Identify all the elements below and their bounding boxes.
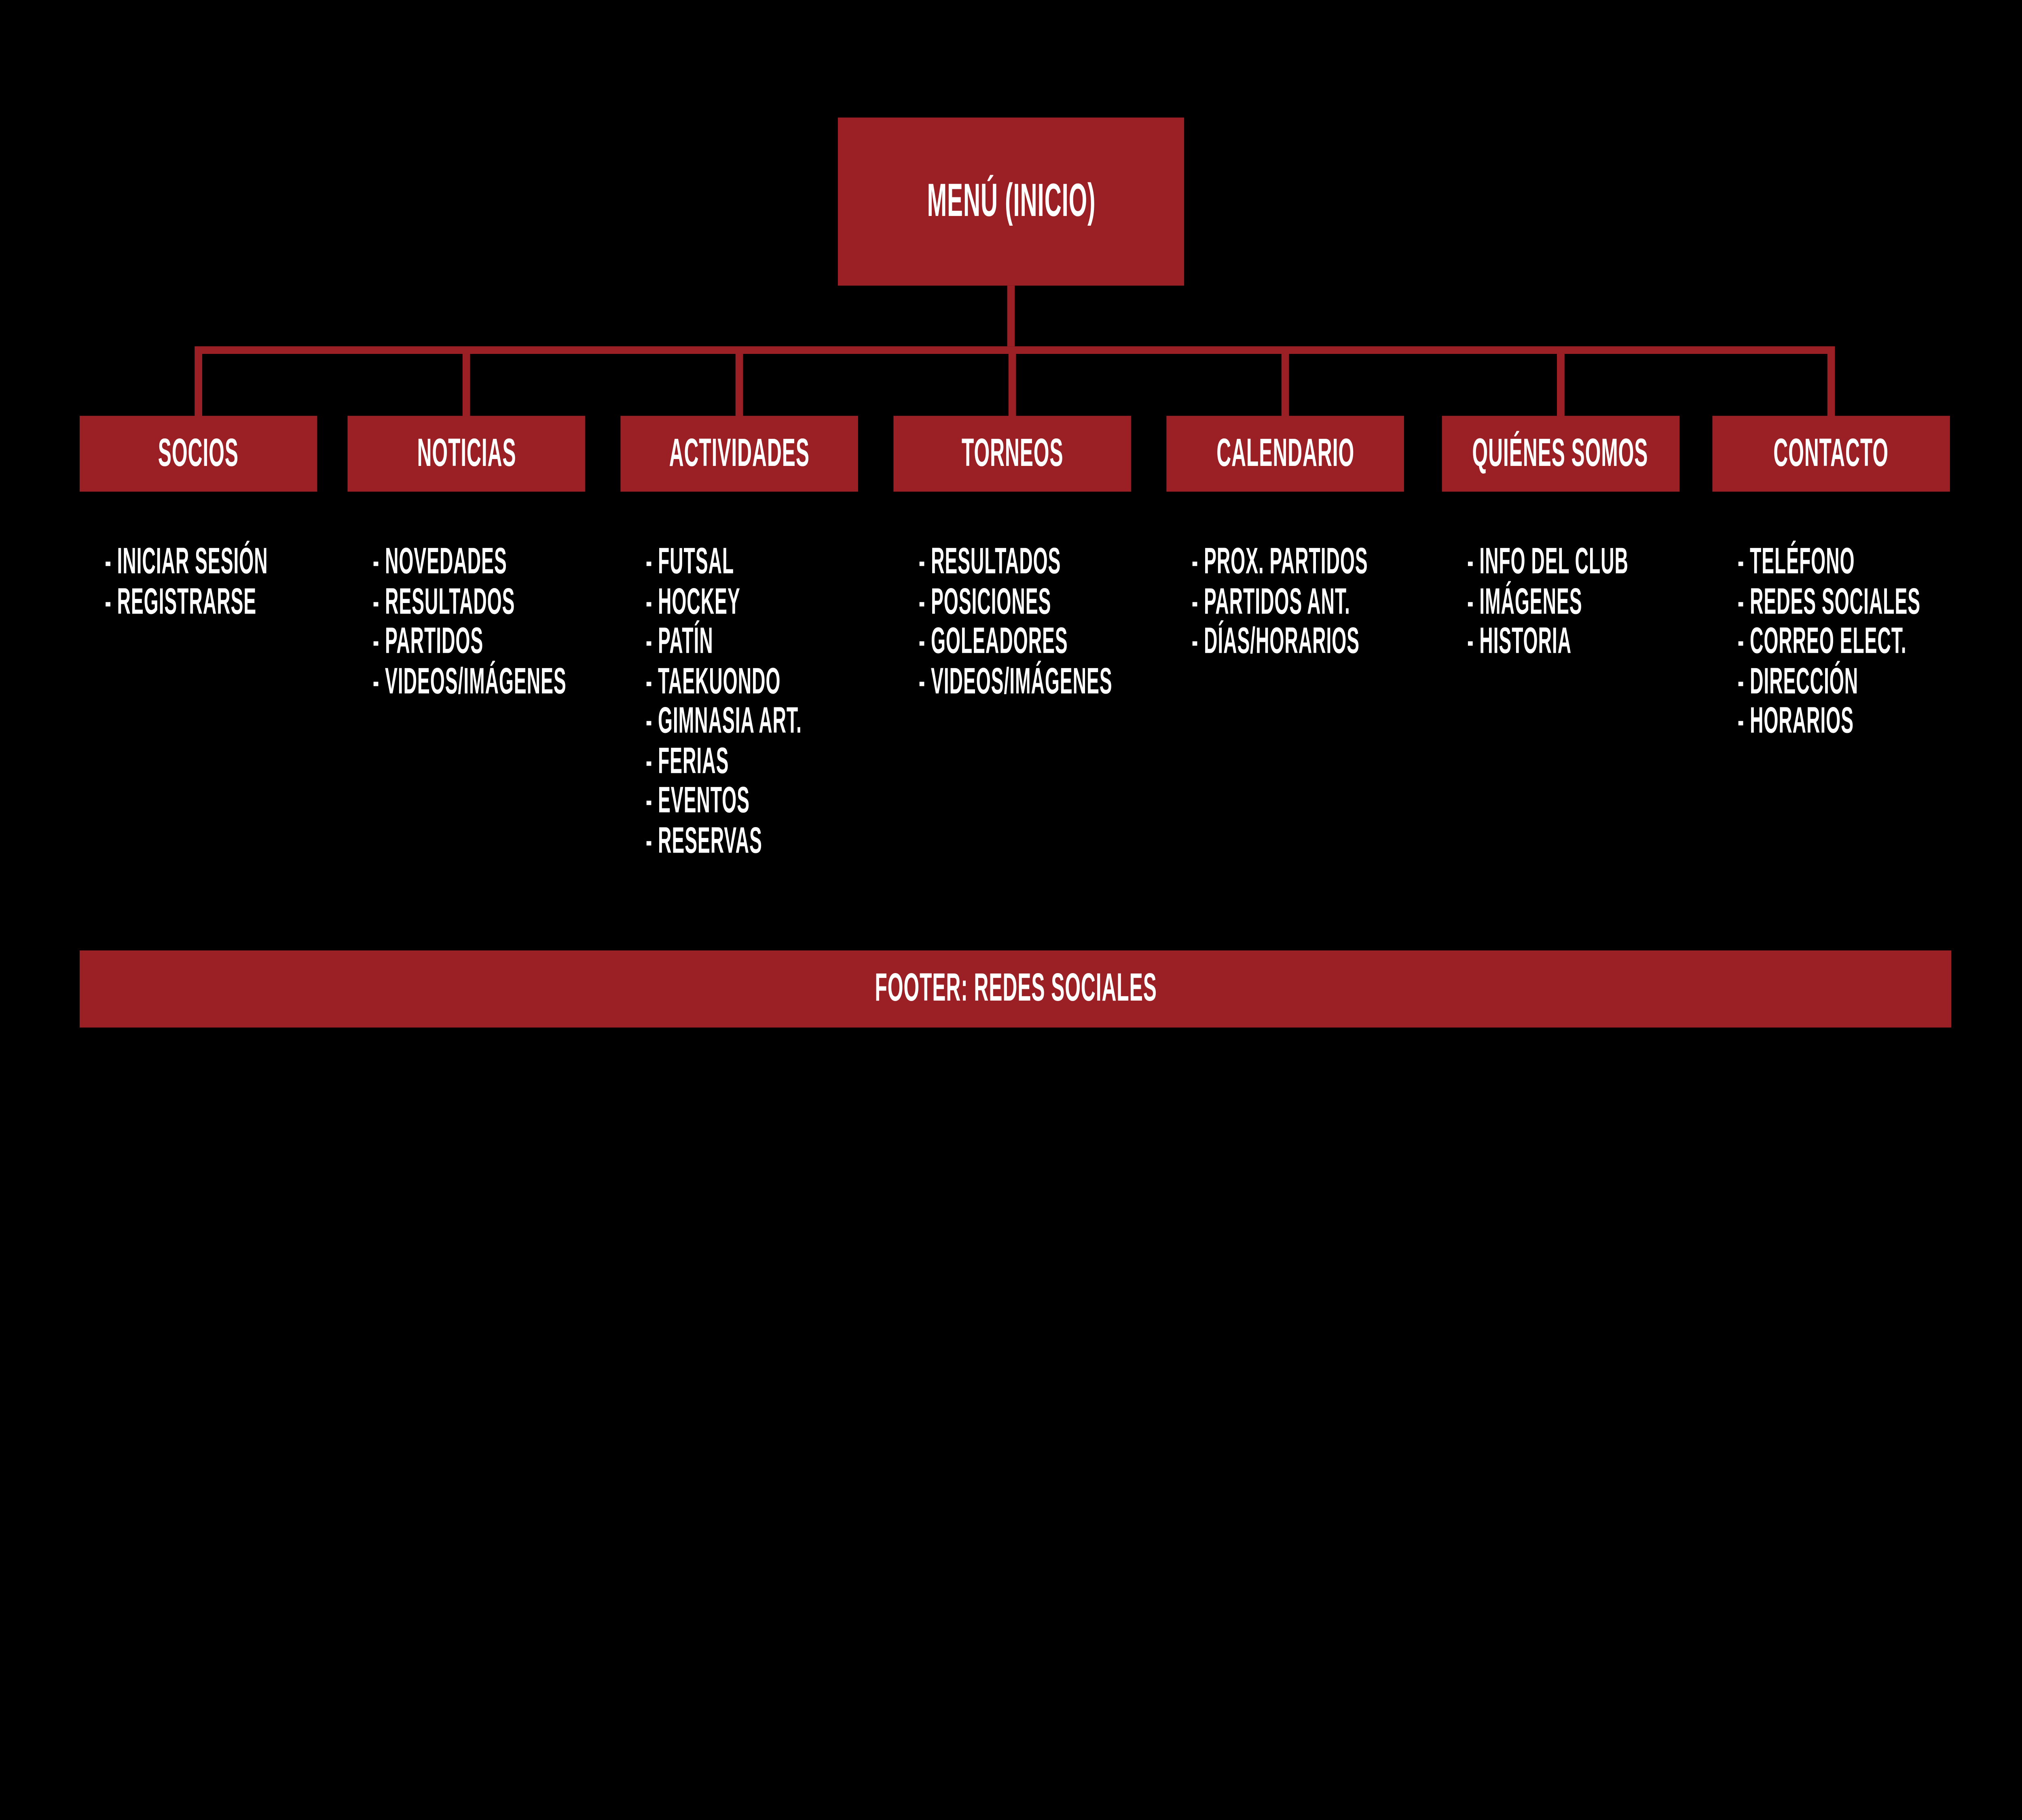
branch-box-quienes-somos: QUIÉNES SOMOS <box>1442 416 1680 492</box>
branch-item-label: - TELÉFONO <box>1737 541 1855 582</box>
connector-stub-socios <box>195 354 202 417</box>
branch-item-label: - REDES SOCIALES <box>1737 580 1920 622</box>
connector-stub-noticias <box>462 354 470 417</box>
branch-item-label: - POSICIONES <box>918 580 1051 622</box>
branch-item-label: - GIMNASIA ART. <box>645 700 802 741</box>
branch-item-label: - INICIAR SESIÓN <box>105 541 268 582</box>
footer-label: FOOTER: REDES SOCIALES <box>874 966 1157 1010</box>
branch-item: - DÍAS/HORARIOS <box>1191 620 1512 662</box>
connector-stub-torneos <box>1008 354 1016 417</box>
branch-item-label: - RESULTADOS <box>372 580 515 622</box>
branch-box-contacto: CONTACTO <box>1712 416 1950 492</box>
branch-label-quienes-somos: QUIÉNES SOMOS <box>1472 431 1649 475</box>
branch-item-label: - TAEKUONDO <box>645 660 781 702</box>
connector-horizontal-rail <box>195 346 1835 354</box>
branch-item-label: - DIRECCIÓN <box>1737 660 1859 702</box>
branch-item: - EVENTOS <box>645 780 930 821</box>
branch-item-label: - INFO DEL CLUB <box>1467 541 1629 582</box>
branch-label-noticias: NOTICIAS <box>417 431 516 475</box>
connector-stub-calendario <box>1281 354 1289 417</box>
branch-list-torneos: - RESULTADOS- POSICIONES- GOLEADORES- VI… <box>918 541 1271 702</box>
branch-item: - FERIAS <box>645 740 930 781</box>
branch-item: - REDES SOCIALES <box>1737 580 2022 622</box>
branch-item: - REGISTRARSE <box>105 580 401 622</box>
branch-item-label: - RESULTADOS <box>918 541 1061 582</box>
branch-label-calendario: CALENDARIO <box>1216 431 1354 475</box>
branch-item: - DIRECCIÓN <box>1737 660 2022 702</box>
branch-item: - TELÉFONO <box>1737 541 2022 582</box>
branch-item-label: - CORREO ELECT. <box>1737 620 1907 662</box>
branch-item: - HOCKEY <box>645 580 930 622</box>
branch-item-label: - NOVEDADES <box>372 541 507 582</box>
branch-list-actividades: - FUTSAL- HOCKEY- PATÍN- TAEKUONDO- GIMN… <box>645 541 930 861</box>
sitemap-diagram: MENÚ (INICIO) SOCIOS- INICIAR SESIÓN- RE… <box>79 117 2022 1028</box>
branch-item-label: - PATÍN <box>645 620 713 662</box>
branch-item-label: - FUTSAL <box>645 541 734 582</box>
branch-box-socios: SOCIOS <box>79 416 317 492</box>
branch-list-contacto: - TELÉFONO- REDES SOCIALES- CORREO ELECT… <box>1737 541 2022 741</box>
branch-item: - VIDEOS/IMÁGENES <box>372 660 725 702</box>
branch-item: - IMÁGENES <box>1467 580 1760 622</box>
branch-item-label: - REGISTRARSE <box>105 580 257 622</box>
branch-item-label: - VIDEOS/IMÁGENES <box>372 660 567 702</box>
branch-item: - NOVEDADES <box>372 541 725 582</box>
branch-item: - TAEKUONDO <box>645 660 930 702</box>
branch-item-label: - PARTIDOS ANT. <box>1191 580 1350 622</box>
connector-stub-actividades <box>735 354 743 417</box>
branch-item-label: - HORARIOS <box>1737 700 1854 741</box>
branch-item: - GOLEADORES <box>918 620 1271 662</box>
branch-item-label: - DÍAS/HORARIOS <box>1191 620 1360 662</box>
branch-box-calendario: CALENDARIO <box>1166 416 1404 492</box>
branch-list-quienes-somos: - INFO DEL CLUB- IMÁGENES- HISTORIA <box>1467 541 1760 662</box>
branch-item: - PARTIDOS <box>372 620 725 662</box>
branch-item: - VIDEOS/IMÁGENES <box>918 660 1271 702</box>
branch-item-label: - RESERVAS <box>645 819 762 861</box>
branch-list-noticias: - NOVEDADES- RESULTADOS- PARTIDOS- VIDEO… <box>372 541 725 702</box>
branch-item-label: - PARTIDOS <box>372 620 484 662</box>
branch-item-label: - PROX. PARTIDOS <box>1191 541 1368 582</box>
branch-box-noticias: NOTICIAS <box>347 416 585 492</box>
branch-item: - RESULTADOS <box>372 580 725 622</box>
branch-item: - GIMNASIA ART. <box>645 700 930 741</box>
branch-list-calendario: - PROX. PARTIDOS- PARTIDOS ANT.- DÍAS/HO… <box>1191 541 1512 662</box>
branch-item: - PROX. PARTIDOS <box>1191 541 1512 582</box>
branch-item-label: - GOLEADORES <box>918 620 1068 662</box>
root-menu-label: MENÚ (INICIO) <box>926 175 1096 227</box>
branch-item: - PATÍN <box>645 620 930 662</box>
branch-item-label: - HOCKEY <box>645 580 740 622</box>
connector-stub-quienes-somos <box>1557 354 1565 417</box>
branch-item-label: - EVENTOS <box>645 780 750 821</box>
branch-label-contacto: CONTACTO <box>1773 431 1889 475</box>
branch-box-actividades: ACTIVIDADES <box>620 416 858 492</box>
branch-item: - INICIAR SESIÓN <box>105 541 401 582</box>
branch-label-torneos: TORNEOS <box>961 431 1063 475</box>
branch-item: - RESULTADOS <box>918 541 1271 582</box>
connector-root-stub <box>1007 286 1015 347</box>
branch-label-actividades: ACTIVIDADES <box>669 431 810 475</box>
branch-item: - RESERVAS <box>645 819 930 861</box>
branch-item-label: - IMÁGENES <box>1467 580 1582 622</box>
branch-label-socios: SOCIOS <box>158 431 239 475</box>
branch-item-label: - HISTORIA <box>1467 620 1571 662</box>
branch-item: - INFO DEL CLUB <box>1467 541 1760 582</box>
branch-item: - HISTORIA <box>1467 620 1760 662</box>
root-menu-box: MENÚ (INICIO) <box>838 117 1184 286</box>
footer-bar: FOOTER: REDES SOCIALES <box>79 950 1951 1028</box>
branch-box-torneos: TORNEOS <box>893 416 1131 492</box>
branch-item: - FUTSAL <box>645 541 930 582</box>
branch-item: - PARTIDOS ANT. <box>1191 580 1512 622</box>
branch-item: - CORREO ELECT. <box>1737 620 2022 662</box>
branch-item: - POSICIONES <box>918 580 1271 622</box>
branch-list-socios: - INICIAR SESIÓN- REGISTRARSE <box>105 541 401 622</box>
branch-item-label: - FERIAS <box>645 740 729 781</box>
branch-item-label: - VIDEOS/IMÁGENES <box>918 660 1113 702</box>
connector-stub-contacto <box>1827 354 1835 417</box>
branch-item: - HORARIOS <box>1737 700 2022 741</box>
